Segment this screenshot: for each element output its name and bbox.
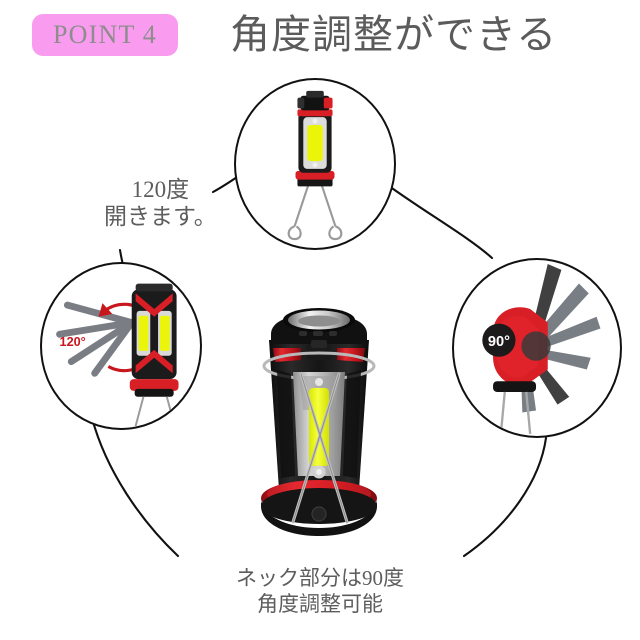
leg-angle-badge-label: 120° bbox=[60, 335, 86, 349]
callout-upright-stand bbox=[234, 78, 396, 250]
hero-lantern-illustration bbox=[261, 308, 377, 536]
upright-lantern-illustration bbox=[287, 90, 343, 241]
callout-neck-angle: 90° bbox=[452, 258, 622, 438]
blade-3 bbox=[534, 316, 601, 350]
neck-angle-badge-label: 90° bbox=[488, 334, 510, 350]
leader-right-to-bottom bbox=[462, 436, 548, 558]
leader-top-to-right bbox=[387, 184, 494, 260]
point-badge: POINT 4 bbox=[32, 14, 178, 56]
bottom-caption-line1: ネック部分は90度 bbox=[236, 566, 404, 590]
point-badge-label: POINT 4 bbox=[53, 20, 157, 49]
bottom-caption-line2: 角度調整可能 bbox=[257, 592, 383, 617]
hero-lantern bbox=[243, 300, 395, 548]
annotation-leg-angle: 120度 開きます。 bbox=[104, 176, 217, 230]
annotation-leg-angle-line1: 120度 bbox=[131, 177, 190, 202]
leg-angle-illustration: 120° bbox=[56, 283, 179, 427]
neck-angle-badge bbox=[482, 323, 516, 357]
leader-left-to-bottom bbox=[90, 416, 180, 558]
page-title: 角度調整ができる bbox=[230, 12, 558, 57]
neck-angle-illustration: 90° bbox=[482, 264, 601, 435]
annotation-leg-angle-line2: 開きます。 bbox=[104, 204, 217, 230]
leg-ghost-3 bbox=[67, 319, 136, 366]
header: POINT 4 角度調整ができる bbox=[0, 0, 640, 72]
bottom-caption: ネック部分は90度 角度調整可能 bbox=[0, 565, 640, 617]
callout-leg-angle: 120° bbox=[40, 262, 202, 430]
leg-ghost-2 bbox=[56, 319, 136, 338]
leg-ghost-4 bbox=[91, 319, 136, 377]
leg-left bbox=[293, 185, 310, 227]
